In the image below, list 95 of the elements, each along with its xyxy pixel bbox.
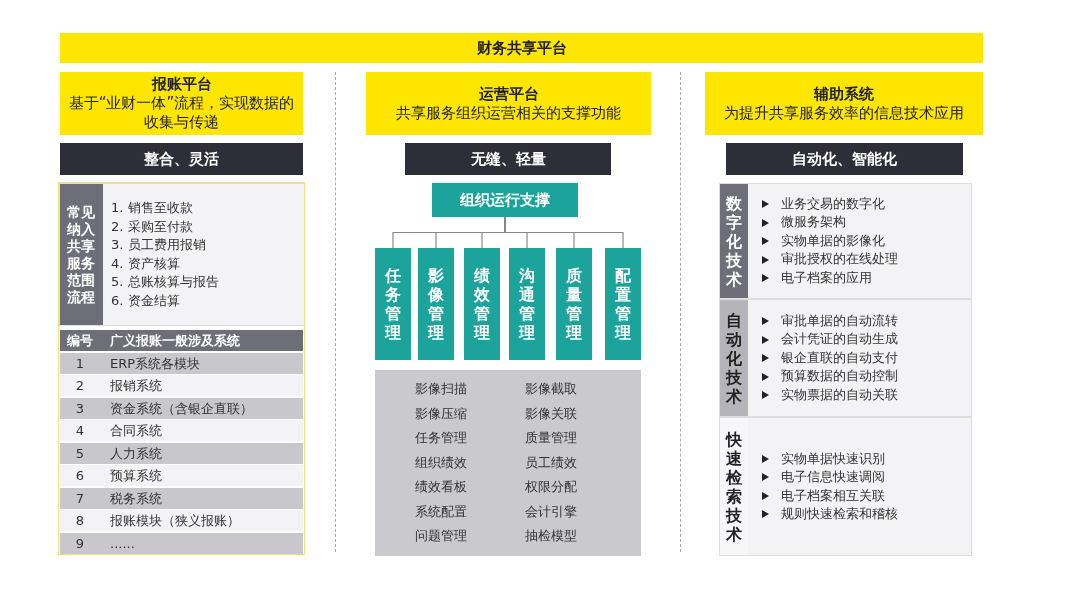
list-item: 6. 资金结算 xyxy=(111,291,180,310)
section-heading: 常见纳入共享服务范围流程 xyxy=(66,203,97,306)
process-box xyxy=(605,248,641,360)
box-label: 任务管理 xyxy=(384,266,402,342)
function-item: 影像截取 xyxy=(525,380,578,398)
table-cell-text: 资金系统（含银企直联） xyxy=(109,399,253,418)
list-item: 4. 资产核算 xyxy=(111,254,180,273)
list-item: 实物票据的自动关联 xyxy=(781,385,898,404)
function-item: 影像关联 xyxy=(525,404,578,423)
table-cell-text: 报账模块（狭义报账） xyxy=(109,512,240,530)
technology-panel xyxy=(719,183,972,299)
function-item: 任务管理 xyxy=(415,429,468,447)
process-box xyxy=(556,248,592,360)
list-item: 1. 销售至收款 xyxy=(111,199,193,217)
technology-panel xyxy=(719,299,972,417)
function-item: 系统配置 xyxy=(415,502,468,521)
table-cell-text: 报销系统 xyxy=(109,377,162,395)
box-title: 报账平台 xyxy=(150,75,213,94)
function-item: 影像扫描 xyxy=(415,380,468,398)
list-item: 业务交易的数字化 xyxy=(781,194,885,213)
table-cell-text: 税务系统 xyxy=(109,489,162,508)
process-box xyxy=(375,248,411,360)
list-item: 电子档案的应用 xyxy=(781,268,872,287)
box-label: 沟通管理 xyxy=(518,266,536,342)
theme-bar xyxy=(60,143,303,175)
list-item: 审批授权的在线处理 xyxy=(781,250,898,269)
platform-box xyxy=(366,72,651,135)
theme-bar xyxy=(726,143,963,175)
function-item: 权限分配 xyxy=(525,478,578,496)
platform-box xyxy=(60,72,303,135)
box-title: 运营平台 xyxy=(477,84,540,104)
list-item: 规则快速检索和稽核 xyxy=(781,505,898,523)
process-panel xyxy=(59,183,305,326)
theme-bar xyxy=(405,143,611,175)
section-heading: 快速检索技术 xyxy=(725,429,743,544)
box-label: 绩效管理 xyxy=(473,266,491,342)
process-box xyxy=(464,248,500,360)
table-cell-text: 2 xyxy=(74,377,86,395)
process-box xyxy=(509,248,545,360)
platform-box xyxy=(705,72,983,135)
table-cell-text: 8 xyxy=(74,512,86,530)
column-header: 广义报账一般涉及系统 xyxy=(109,332,240,350)
box-label: 自动化、智能化 xyxy=(792,149,897,169)
list-item: 预算数据的自动控制 xyxy=(781,367,898,386)
table-cell-text: ...... xyxy=(109,534,135,553)
list-item: 实物单据快速识别 xyxy=(781,449,885,468)
technology-panel xyxy=(719,417,972,556)
list-item: 电子档案相互关联 xyxy=(781,486,885,505)
list-item: 5. 总账核算与报告 xyxy=(111,273,219,291)
function-item: 员工绩效 xyxy=(525,453,578,472)
list-item: 会计凭证的自动生成 xyxy=(781,330,898,349)
process-box xyxy=(432,183,578,217)
function-item: 绩效看板 xyxy=(415,478,468,496)
table-cell-text: 5 xyxy=(74,444,86,463)
box-label: 无缝、轻量 xyxy=(470,149,546,169)
function-panel xyxy=(375,370,641,556)
box-label: 配置管理 xyxy=(614,266,632,342)
box-label: 质量管理 xyxy=(565,266,583,342)
box-description: 为提升共享服务效率的信息技术应用 xyxy=(723,103,965,123)
list-item: 3. 员工费用报销 xyxy=(111,236,206,254)
list-item: 电子信息快速调阅 xyxy=(781,468,885,486)
table-cell-text: 人力系统 xyxy=(109,444,162,463)
table-cell-text: 7 xyxy=(74,489,86,508)
list-item: 审批单据的自动流转 xyxy=(781,311,898,330)
platform-banner xyxy=(60,33,983,63)
box-title: 财务共享平台 xyxy=(475,38,568,58)
function-item: 质量管理 xyxy=(525,429,578,447)
connector-line xyxy=(504,216,624,249)
table-cell-text: 3 xyxy=(74,399,86,418)
function-item: 抽检模型 xyxy=(525,527,578,545)
column-header: 编号 xyxy=(66,332,94,350)
section-heading: 自动化技术 xyxy=(725,310,743,406)
list-item: 实物单据的影像化 xyxy=(781,231,885,250)
table-cell-text: 9 xyxy=(74,534,86,553)
function-item: 问题管理 xyxy=(415,527,468,545)
table-cell-text: 合同系统 xyxy=(109,422,162,440)
table-cell-text: 4 xyxy=(74,422,86,440)
function-item: 会计引擎 xyxy=(525,502,578,521)
table-cell-text: 1 xyxy=(74,354,86,373)
box-description: 基于“业财一体”流程，实现数据的收集与传递 xyxy=(67,94,296,132)
list-item: 2. 采购至付款 xyxy=(111,217,193,236)
box-label: 组织运行支撑 xyxy=(460,190,550,210)
process-box xyxy=(418,248,454,360)
list-item: 银企直联的自动支付 xyxy=(781,348,898,367)
function-item: 组织绩效 xyxy=(415,453,468,472)
box-label: 整合、灵活 xyxy=(144,149,219,169)
box-description: 共享服务组织运营相关的支撑功能 xyxy=(395,103,622,123)
table-cell-text: 6 xyxy=(74,467,86,485)
box-label: 影像管理 xyxy=(427,266,445,342)
function-item: 影像压缩 xyxy=(415,404,468,423)
section-heading: 数字化技术 xyxy=(725,193,743,289)
list-item: 微服务架构 xyxy=(781,213,846,232)
table-cell-text: 预算系统 xyxy=(109,467,162,485)
table-cell-text: ERP系统各模块 xyxy=(109,354,201,373)
box-title: 辅助系统 xyxy=(812,84,875,104)
